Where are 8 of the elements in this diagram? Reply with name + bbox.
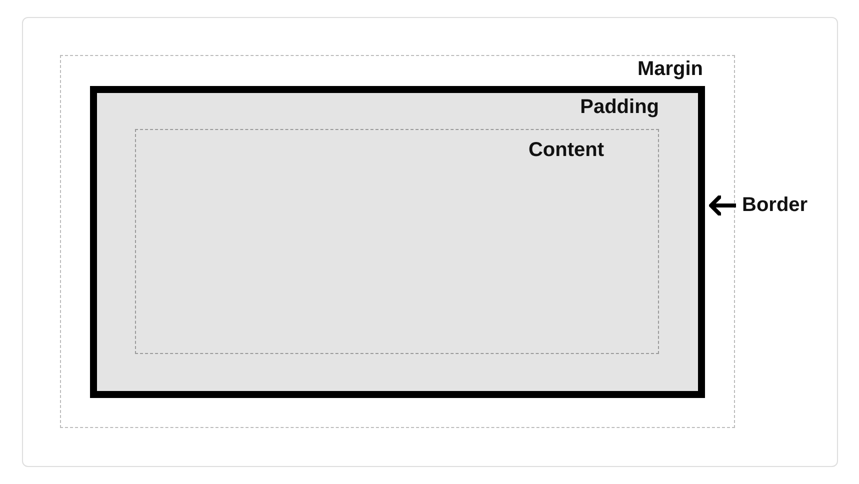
content-box	[135, 129, 659, 354]
text-label: Border	[742, 194, 808, 217]
padding-box	[90, 86, 705, 398]
arrow	[709, 194, 736, 216]
margin-box	[60, 55, 735, 428]
box-label: Content	[528, 139, 604, 162]
box-label: Padding	[580, 96, 659, 119]
box-label: Margin	[637, 58, 703, 81]
